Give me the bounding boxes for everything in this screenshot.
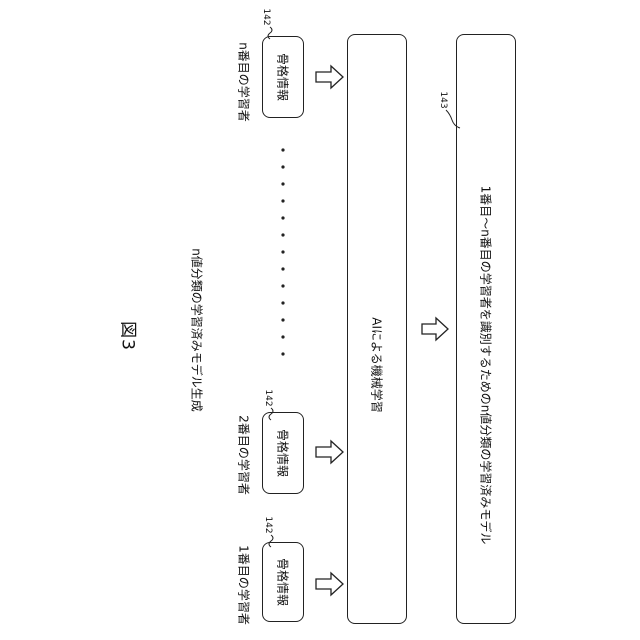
leader-143 xyxy=(446,110,460,128)
arrow-ml-to-model xyxy=(422,318,448,340)
leader-142-1 xyxy=(269,535,273,547)
arrow-learner-1 xyxy=(316,573,343,595)
arrow-learner-2 xyxy=(316,441,343,463)
leader-142-n xyxy=(268,27,272,39)
ellipsis-dots xyxy=(281,148,284,355)
arrow-learner-n xyxy=(316,66,343,88)
leader-142-2 xyxy=(269,408,273,420)
